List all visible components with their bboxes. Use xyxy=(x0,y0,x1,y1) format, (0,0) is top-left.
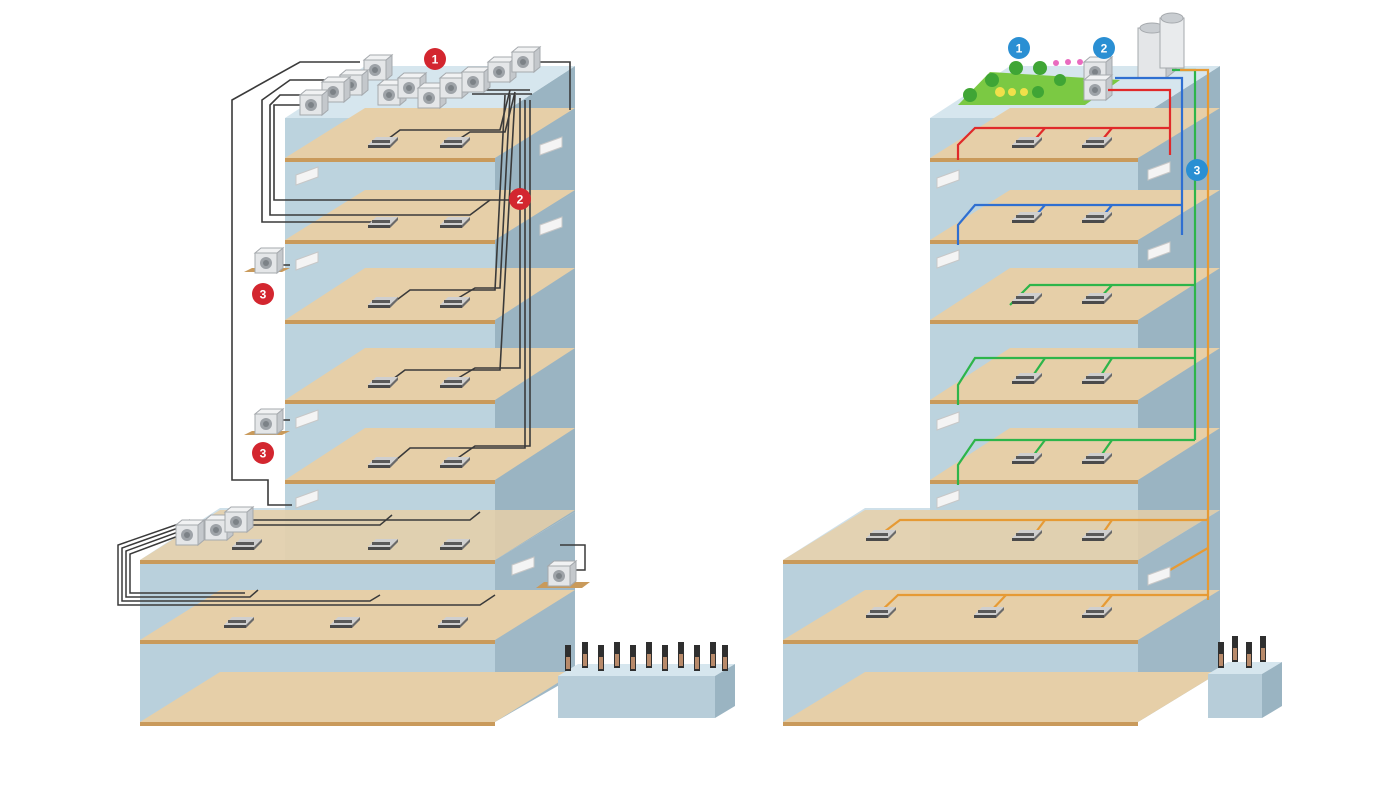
pipe-bundle-icon xyxy=(582,642,588,668)
left-balcony-outdoor-units xyxy=(175,247,590,588)
right-floor-slabs xyxy=(783,108,1220,726)
outdoor-unit-icon xyxy=(299,89,329,116)
pipe-bundle-icon xyxy=(662,645,668,671)
outdoor-unit-icon xyxy=(224,506,254,533)
right-pipe-bundle-box xyxy=(1208,636,1282,718)
outdoor-unit-icon xyxy=(254,247,284,274)
svg-text:3: 3 xyxy=(1194,164,1201,178)
svg-text:3: 3 xyxy=(260,447,267,461)
pipe-bundle-icon xyxy=(722,645,728,671)
tree-icon xyxy=(1054,74,1066,86)
right-tower-front xyxy=(930,118,1138,560)
right-building: 1 2 3 xyxy=(783,12,1282,726)
pipe-bundle-icon xyxy=(598,645,604,671)
svg-text:2: 2 xyxy=(1101,42,1108,56)
svg-text:1: 1 xyxy=(432,53,439,67)
left-refrigerant-pipes xyxy=(231,61,571,506)
pipe-bundle-icon xyxy=(1232,636,1238,662)
svg-text:1: 1 xyxy=(1016,42,1023,56)
pipe-bundle-icon xyxy=(630,645,636,671)
right-pipes-red xyxy=(956,88,1172,160)
left-badge-3-lower: 3 xyxy=(252,442,274,464)
pipe-bundle-icon xyxy=(1260,636,1266,662)
tree-icon xyxy=(985,73,999,87)
outdoor-unit-icon xyxy=(547,560,577,587)
pipe-bundle-icon xyxy=(1246,642,1252,668)
pipe-bundle-icon xyxy=(710,642,716,668)
pipe-bundle-icon xyxy=(1218,642,1224,668)
left-pipe-bundle-box xyxy=(558,642,735,718)
outdoor-unit-icon xyxy=(511,46,541,73)
vrf-outdoor-unit-icon xyxy=(1137,12,1185,80)
right-podium-side xyxy=(1138,510,1220,722)
outdoor-unit-icon xyxy=(461,66,491,93)
right-badge-3: 3 xyxy=(1186,159,1208,181)
outdoor-unit-icon xyxy=(254,408,284,435)
right-badge-1: 1 xyxy=(1008,37,1030,59)
pipe-bundle-icon xyxy=(694,645,700,671)
tree-icon xyxy=(963,88,977,102)
tree-icon xyxy=(1009,61,1023,75)
left-podium-pipes xyxy=(117,511,586,606)
left-badge-1: 1 xyxy=(424,48,446,70)
pipe-bundle-icon xyxy=(678,642,684,668)
left-badge-2: 2 xyxy=(509,188,531,210)
right-badge-2: 2 xyxy=(1093,37,1115,59)
roof-garden xyxy=(958,59,1120,105)
left-building: 1 2 3 3 xyxy=(117,46,735,726)
svg-text:3: 3 xyxy=(260,288,267,302)
right-rooftop-units xyxy=(1083,12,1185,101)
left-badge-3-upper: 3 xyxy=(252,283,274,305)
pipe-bundle-icon xyxy=(646,642,652,668)
outdoor-unit-icon xyxy=(175,519,205,546)
outdoor-unit-icon xyxy=(1083,74,1113,101)
pipe-bundle-icon xyxy=(614,642,620,668)
pipe-bundle-icon xyxy=(565,645,571,671)
svg-text:2: 2 xyxy=(517,193,524,207)
tree-icon xyxy=(1033,61,1047,75)
